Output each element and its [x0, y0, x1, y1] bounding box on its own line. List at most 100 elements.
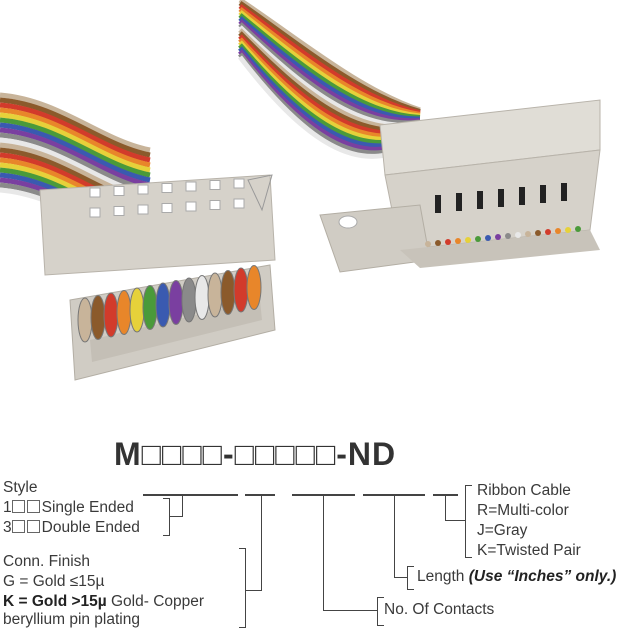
wire-loop — [168, 280, 184, 325]
contact-slot — [477, 191, 483, 209]
wire-loop — [246, 265, 262, 310]
contacts-leader — [323, 495, 324, 611]
finish-bracket — [239, 627, 246, 628]
cable-wire — [0, 3, 421, 163]
contact-hole — [89, 187, 101, 198]
wire-loop — [207, 272, 223, 318]
wire-loop — [181, 277, 197, 323]
finish-k: K = Gold >15µ Gold- Copper — [3, 593, 204, 611]
length-leader — [394, 577, 408, 578]
contacts-bracket — [377, 597, 378, 625]
contact-hole — [89, 207, 101, 218]
length-bracket — [407, 566, 408, 590]
finish-k-desc: Gold- Copper — [106, 593, 205, 610]
finish-leader — [261, 495, 262, 591]
contacts-bracket — [377, 625, 384, 626]
part-number-template: M□□□□-□□□□□-ND — [114, 436, 397, 472]
contact-hole — [113, 206, 125, 216]
contact-slot — [435, 195, 441, 213]
underline-finish — [245, 494, 275, 496]
wire-end — [515, 232, 521, 238]
ribbon-bracket — [465, 557, 472, 558]
length-label: Length (Use “Inches” only.) — [417, 568, 616, 586]
contact-hole — [161, 203, 173, 213]
wire-end — [455, 238, 461, 244]
ribbon-r: R=Multi-color — [477, 502, 569, 519]
style-single: 1 Single Ended — [3, 499, 134, 517]
style-double-label: Double Ended — [41, 519, 140, 536]
ribbon-k: K=Twisted Pair — [477, 542, 581, 559]
contact-hole — [233, 198, 245, 209]
wire-end — [505, 233, 511, 239]
finish-heading: Conn. Finish — [3, 553, 91, 570]
length-bracket — [407, 589, 414, 590]
wire-loop — [77, 297, 93, 343]
cable-wire — [0, 10, 421, 173]
blank-box — [11, 500, 25, 513]
blank-box — [26, 520, 40, 533]
cable-wire — [0, 13, 421, 178]
blank-box — [26, 500, 40, 513]
wire-end — [485, 235, 491, 241]
contact-hole — [113, 186, 125, 196]
contact-hole — [161, 183, 173, 193]
ribbon-leader — [445, 520, 465, 521]
finish-bracket — [245, 548, 246, 628]
wire-end — [435, 240, 441, 246]
cable-wire — [0, 7, 421, 168]
wire-loop — [103, 292, 119, 338]
wire-end — [525, 231, 531, 237]
contact-slot — [498, 189, 504, 207]
ribbon-j: J=Gray — [477, 522, 528, 539]
ribbon-bracket — [465, 485, 466, 558]
contacts-leader — [323, 610, 378, 611]
style-leader — [182, 495, 183, 517]
wire-loop — [155, 282, 171, 328]
wire-end — [465, 237, 471, 243]
wire-loop — [129, 287, 145, 333]
length-text: Length — [417, 568, 469, 585]
style-bracket — [163, 498, 170, 499]
cable-wire — [0, 19, 421, 188]
finish-k-code: K = Gold >15µ — [3, 593, 107, 610]
ribbon-heading: Ribbon Cable — [477, 482, 571, 499]
style-bracket — [169, 498, 170, 536]
style-bracket — [163, 535, 170, 536]
wire-loop — [116, 290, 132, 335]
contact-slot — [561, 183, 567, 201]
contact-slot — [456, 193, 462, 211]
wire-loop — [90, 295, 106, 340]
style-single-prefix: 1 — [3, 499, 12, 516]
finish-k-cont: beryllium pin plating — [3, 611, 140, 628]
contact-hole — [185, 201, 197, 212]
wire-loop — [233, 267, 249, 313]
cable-wire — [0, 16, 421, 183]
finish-bracket — [239, 548, 246, 549]
contact-hole — [209, 180, 221, 190]
style-heading: Style — [3, 479, 38, 496]
contact-hole — [137, 184, 149, 195]
wire-end — [475, 236, 481, 242]
style-single-label: Single Ended — [41, 499, 134, 516]
style-double: 3 Double Ended — [3, 519, 140, 537]
blank-box — [11, 520, 25, 533]
contacts-bracket — [377, 597, 384, 598]
contact-slot — [519, 187, 525, 205]
contact-hole — [185, 181, 197, 192]
ribbon-cable-assembly-illustration — [0, 0, 601, 381]
underline-style — [143, 494, 238, 496]
wire-end — [545, 229, 551, 235]
wire-loop — [220, 270, 236, 315]
ribbon-leader — [445, 495, 446, 521]
contact-hole — [137, 204, 149, 215]
wire-end — [425, 241, 431, 247]
finish-leader — [245, 590, 262, 591]
contact-hole — [233, 178, 245, 189]
wire-loop — [194, 275, 210, 320]
length-bracket — [407, 566, 414, 567]
right-connector — [319, 99, 601, 273]
contacts-label: No. Of Contacts — [384, 601, 495, 618]
wire-end — [535, 230, 541, 236]
wire-end — [445, 239, 451, 245]
style-double-prefix: 3 — [3, 519, 12, 536]
